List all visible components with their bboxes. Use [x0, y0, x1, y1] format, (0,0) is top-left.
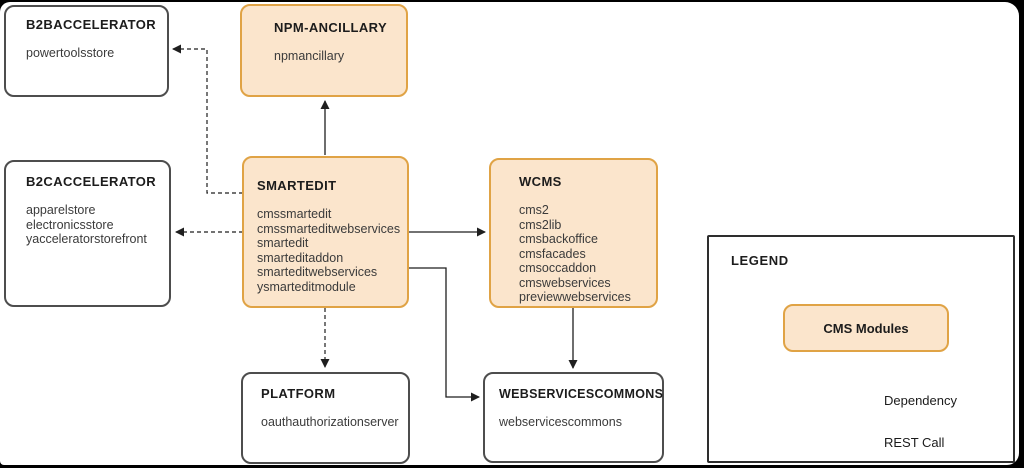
- legend-dependency-label: Dependency: [884, 393, 957, 408]
- box-b2caccelerator: B2CACCELERATOR apparelstore electronicss…: [4, 160, 171, 307]
- box-b2baccelerator: B2BACCELERATOR powertoolsstore: [4, 5, 169, 97]
- legend-cms-modules-box: CMS Modules: [783, 304, 949, 352]
- box-wcms: WCMS cms2 cms2lib cmsbackoffice cmsfacad…: [489, 158, 658, 308]
- module-name: electronicsstore: [26, 217, 114, 232]
- module-name: ysmarteditmodule: [257, 279, 356, 294]
- module-name: npmancillary: [274, 49, 345, 63]
- box-title: B2CACCELERATOR: [26, 174, 157, 189]
- module-name: smartedit: [257, 236, 309, 250]
- module-name: cmsbackoffice: [519, 232, 598, 246]
- module-name: cmsfacades: [519, 246, 586, 261]
- legend-box: LEGEND CMS Modules Dependency REST Call: [707, 235, 1015, 463]
- module-name: apparelstore: [26, 203, 96, 217]
- module-name: cmssmarteditwebservices: [257, 221, 401, 236]
- module-name: smarteditaddon: [257, 250, 344, 265]
- box-webservicescommons: WEBSERVICESCOMMONS webservicescommons: [483, 372, 664, 463]
- module-name: webservicescommons: [499, 415, 622, 429]
- module-name: cmsoccaddon: [519, 261, 597, 275]
- module-name: yacceleratorstorefront: [26, 232, 147, 246]
- arrow-smartedit-to-webservicescommons: [409, 267, 480, 402]
- dashed-arrow-smartedit-to-b2baccelerator: [172, 44, 243, 194]
- box-title: B2BACCELERATOR: [26, 17, 157, 32]
- box-smartedit: SMARTEDIT cmssmartedit cmssmarteditwebse…: [242, 156, 409, 308]
- box-title: PLATFORM: [261, 386, 336, 401]
- module-name: cmswebservices: [519, 275, 611, 290]
- box-title: NPM-ANCILLARY: [274, 20, 388, 35]
- module-name: cms2: [519, 203, 549, 217]
- module-name: cmssmartedit: [257, 207, 332, 221]
- box-title: WCMS: [519, 174, 562, 189]
- module-name: smarteditwebservices: [257, 265, 378, 279]
- box-title: WEBSERVICESCOMMONS: [499, 387, 664, 401]
- module-name: cms2lib: [519, 217, 562, 232]
- legend-rest-call-label: REST Call: [884, 435, 945, 450]
- box-npm-ancillary: NPM-ANCILLARY npmancillary: [240, 4, 408, 97]
- module-name: powertoolsstore: [26, 46, 115, 60]
- module-name: oauthauthorizationserver: [261, 415, 399, 429]
- legend-cms-modules-label: CMS Modules: [823, 320, 909, 336]
- legend-title: LEGEND: [731, 253, 789, 268]
- box-title: SMARTEDIT: [257, 178, 337, 193]
- box-platform: PLATFORM oauthauthorizationserver: [241, 372, 410, 464]
- module-name: previewwebservices: [519, 290, 631, 304]
